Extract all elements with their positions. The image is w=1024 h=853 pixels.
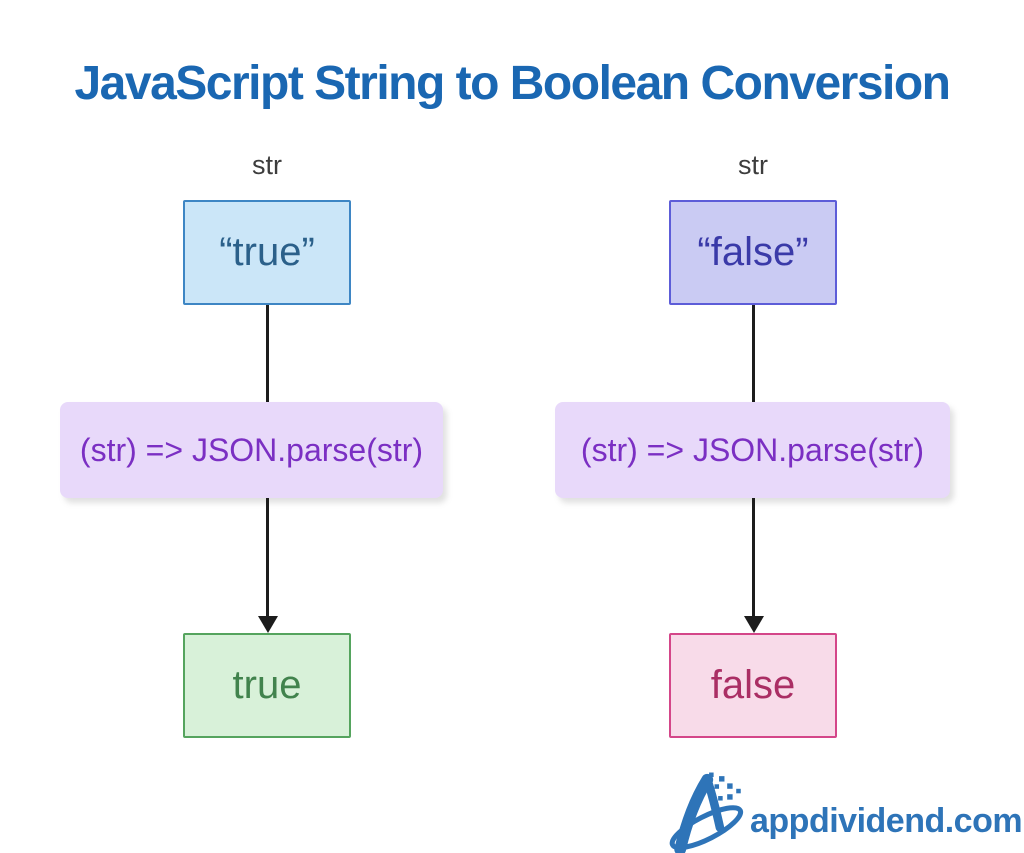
input-string-value-true: “true” bbox=[219, 230, 315, 274]
function-code-right: (str) => JSON.parse(str) bbox=[580, 431, 925, 468]
input-string-value-false: “false” bbox=[697, 230, 809, 274]
brand-logo: appdividend.com bbox=[669, 768, 1023, 853]
arrowhead-icon-left bbox=[258, 616, 278, 633]
output-boolean-box-false: false bbox=[669, 633, 837, 738]
input-string-box-true: “true” bbox=[183, 200, 351, 305]
output-boolean-value-false: false bbox=[710, 663, 796, 707]
page-title: JavaScript String to Boolean Conversion bbox=[74, 57, 951, 110]
connector-function-to-output-left bbox=[266, 498, 269, 619]
output-boolean-box-true: true bbox=[183, 633, 351, 738]
output-boolean-value-true: true bbox=[232, 663, 302, 707]
variable-label-right: str bbox=[738, 150, 768, 180]
arrowhead-icon-right bbox=[744, 616, 764, 633]
appdividend-logo-icon bbox=[669, 772, 744, 853]
brand-name: appdividend.com bbox=[750, 802, 1023, 840]
input-string-box-false: “false” bbox=[669, 200, 837, 305]
connector-input-to-function-left bbox=[266, 305, 269, 402]
function-box-left: (str) => JSON.parse(str) bbox=[60, 402, 443, 498]
variable-label-left: str bbox=[252, 150, 282, 180]
connector-function-to-output-right bbox=[752, 498, 755, 619]
connector-input-to-function-right bbox=[752, 305, 755, 402]
function-box-right: (str) => JSON.parse(str) bbox=[555, 402, 950, 498]
function-code-left: (str) => JSON.parse(str) bbox=[79, 431, 424, 468]
